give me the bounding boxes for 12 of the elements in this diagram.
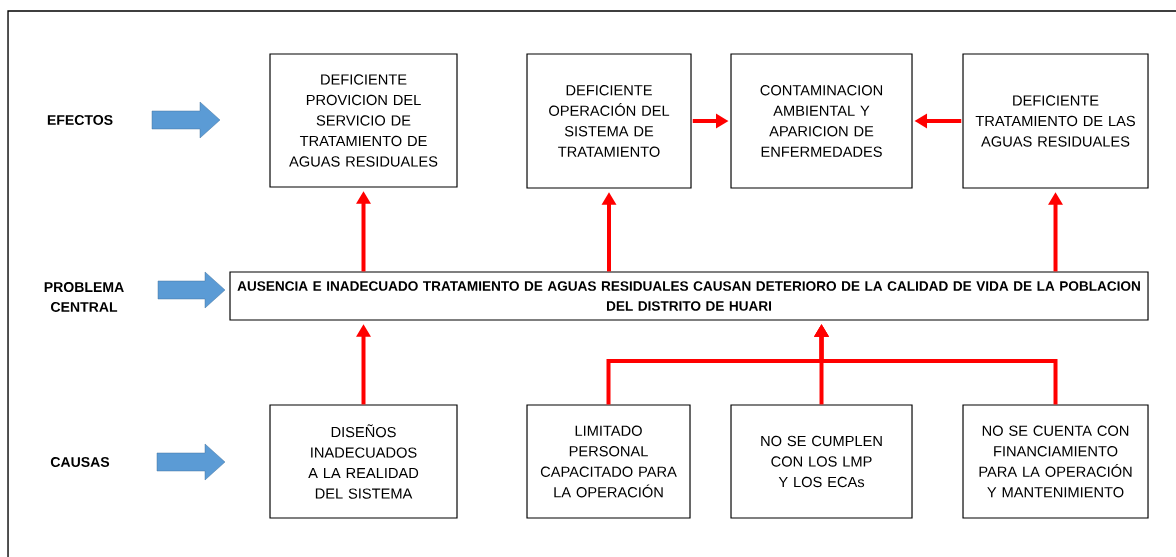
text-box: DEFICIENTE TRATAMIENTO DE LAS AGUAS RESIDUALES (962, 53, 1149, 189)
text-box: NO SE CUENTA CON FINANCIAMIENTO PARA LA OPERACIÓN Y MANTENIMIENTO (962, 404, 1149, 519)
text-box: DISEÑOS INADECUADOS A LA REALIDAD DEL SISTEMA (269, 404, 458, 519)
row-label: CAUSAS (50, 457, 110, 467)
text-box: DEFICIENTE OPERACIÓN DEL SISTEMA DE TRATAMIENTO (526, 53, 692, 189)
problem-box: AUSENCIA E INADECUADO TRATAMIENTO DE AGUAS RESIDUALES CAUSAN DETERIORO DE LA CALIDAD DE VIDA DE LA POBLACION DEL DISTRITO DE HUARI (229, 271, 1149, 321)
text-box: CONTAMINACION AMBIENTAL Y APARICION DE ENFERMEDADES (730, 53, 913, 189)
text-box: DEFICIENTE PROVICION DEL SERVICIO DE TRATAMIENTO DE AGUAS RESIDUALES (269, 53, 458, 188)
row-label: PROBLEMA CENTRAL (44, 282, 124, 312)
text-box: NO SE CUMPLEN CON LOS LMP Y LOS ECAs (730, 404, 913, 519)
row-label: EFECTOS (47, 115, 113, 125)
text-box: LIMITADO PERSONAL CAPACITADO PARA LA OPERACIÓN (526, 404, 691, 519)
